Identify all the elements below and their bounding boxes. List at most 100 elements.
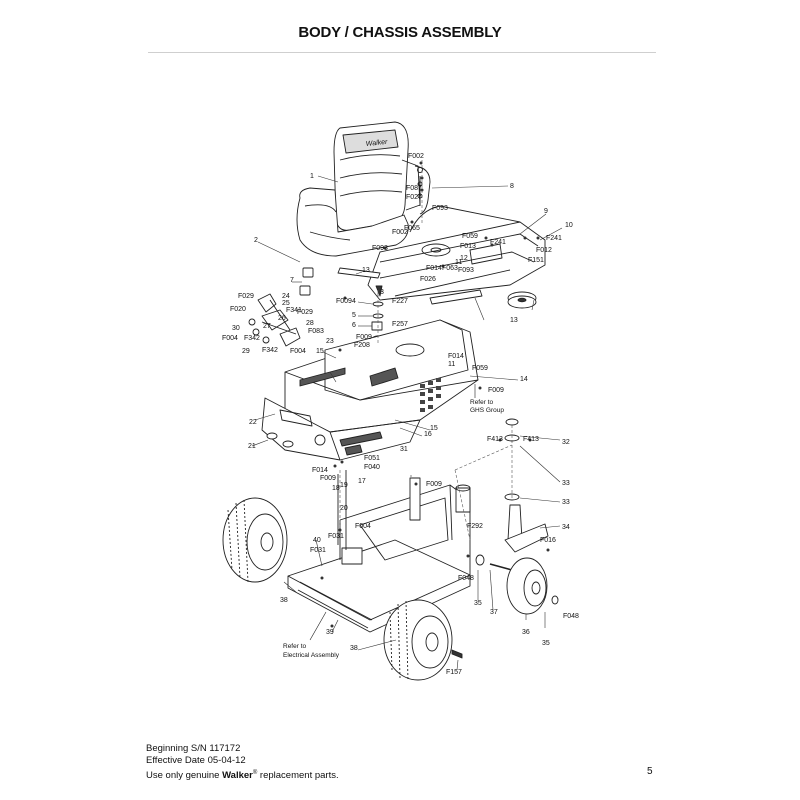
part-label: 38	[350, 645, 358, 652]
part-label: 4	[352, 298, 356, 305]
part-label: F013	[460, 243, 476, 250]
part-label: F020	[230, 306, 246, 313]
part-label: F151	[528, 257, 544, 264]
elec-note-line1: Refer to	[283, 643, 307, 650]
rear-wheel-right	[383, 599, 453, 682]
bolt	[451, 649, 463, 659]
part-label: F009	[320, 475, 336, 482]
part-label: F029	[297, 309, 313, 316]
seat-deck-frame	[367, 205, 546, 301]
assembly-guides	[339, 160, 513, 541]
part-label: F031	[328, 533, 344, 540]
part-label: 13	[362, 267, 370, 274]
part-label: F208	[354, 342, 370, 349]
effective-date: Effective Date 05-04-12	[146, 755, 246, 766]
part-label: F009	[356, 334, 372, 341]
part-label: F059	[462, 233, 478, 240]
part-label: F027	[406, 194, 422, 201]
part-label: 11	[448, 361, 455, 368]
part-label: 10	[565, 222, 573, 229]
part-label: 33	[562, 499, 570, 506]
ghs-note-line2: GHS Group	[470, 407, 504, 414]
part-label: 35	[542, 640, 550, 647]
part-label: 2	[254, 237, 258, 244]
part-label: 1	[310, 173, 314, 180]
part-label: F241	[546, 235, 562, 242]
rear-wheel-left	[222, 497, 288, 583]
page-number: 5	[647, 766, 653, 777]
caster-fork	[504, 418, 549, 553]
part-label: 21	[248, 443, 256, 450]
part-label: F031	[310, 547, 326, 554]
part-label: F004	[290, 348, 306, 355]
part-label: 14	[520, 376, 528, 383]
part-label: F009	[488, 387, 504, 394]
fasteners	[320, 161, 550, 628]
pulley	[507, 291, 537, 309]
part-label: 7	[290, 277, 294, 284]
part-label: 17	[358, 478, 366, 485]
control-rods	[337, 470, 347, 550]
part-label: 5	[352, 312, 356, 319]
genuine-parts-notice: Use only genuine Walker® replacement par…	[146, 770, 339, 782]
part-label: 35	[474, 600, 482, 607]
part-label: F048	[563, 613, 579, 620]
part-label: 15	[430, 425, 438, 432]
part-label: F009	[426, 481, 442, 488]
part-label: 31	[400, 446, 408, 453]
part-label: F342	[244, 335, 260, 342]
part-label: F026	[420, 276, 436, 283]
part-label: 8	[510, 183, 514, 190]
part-label: 18	[332, 485, 340, 492]
page-title: BODY / CHASSIS ASSEMBLY	[298, 24, 502, 41]
part-label: 23	[326, 338, 334, 345]
part-label: F342	[262, 347, 278, 354]
part-label: 29	[242, 348, 250, 355]
part-label: 34	[562, 524, 570, 531]
part-label: F065	[404, 225, 420, 232]
part-label: F014	[426, 265, 442, 272]
elec-leader	[309, 611, 327, 641]
part-label: F292	[467, 523, 483, 530]
part-label: 40	[313, 537, 321, 544]
foot-pad	[266, 432, 278, 440]
brand-name: Walker	[222, 770, 253, 782]
part-label: 38	[280, 597, 288, 604]
part-label: F002	[392, 229, 408, 236]
part-label: F004	[222, 335, 238, 342]
part-label: 37	[490, 609, 498, 616]
part-label: F009	[336, 298, 352, 305]
part-label: 39	[326, 629, 334, 636]
seat-bracket	[414, 165, 431, 215]
body-shell	[261, 319, 479, 461]
part-label: F048	[458, 575, 474, 582]
part-label: 27	[263, 323, 271, 330]
part-label: 22	[249, 419, 257, 426]
title-divider	[148, 52, 656, 53]
serial-number: Beginning S/N 117172	[146, 743, 241, 754]
leader-lines	[251, 175, 563, 671]
part-label: 32	[562, 439, 570, 446]
part-label: F016	[540, 537, 556, 544]
part-label: F083	[308, 328, 324, 335]
part-label: F241	[490, 239, 506, 246]
part-label: 11	[455, 259, 462, 266]
part-label: F014	[312, 467, 328, 474]
part-label: 3	[380, 289, 384, 296]
part-label: 15	[316, 348, 324, 355]
footer: Beginning S/N 117172 Effective Date 05-0…	[146, 743, 339, 782]
part-label: F413	[523, 436, 539, 443]
seat-logo: Walker	[365, 139, 388, 148]
part-label: 36	[522, 629, 530, 636]
control-levers	[248, 267, 314, 347]
ghs-note-line1: Refer to	[470, 399, 494, 406]
part-label: F040	[364, 464, 380, 471]
part-label: F093	[432, 205, 448, 212]
part-label: 28	[306, 320, 314, 327]
part-label: F004	[355, 523, 371, 530]
part-label: F029	[238, 293, 254, 300]
part-label: 19	[340, 482, 348, 489]
part-label: F051	[364, 455, 380, 462]
